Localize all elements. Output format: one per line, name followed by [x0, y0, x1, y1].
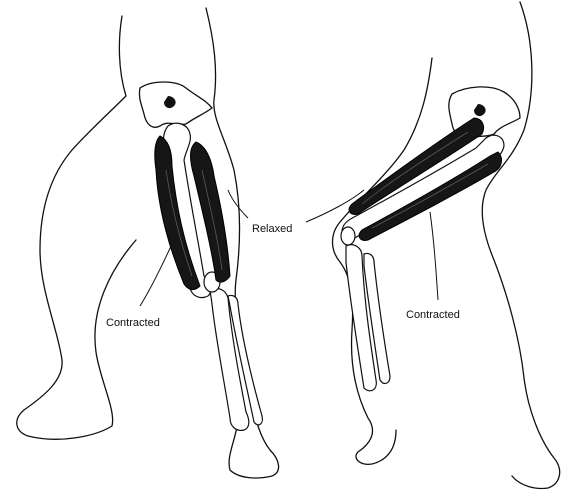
contracted-label-left: Contracted — [106, 317, 160, 329]
contracted-leader-right — [430, 212, 438, 300]
contracted-label-right: Contracted — [406, 309, 460, 321]
right-leg-front-outline — [482, 2, 559, 489]
contracted-leader-left — [140, 244, 172, 306]
left-leg — [17, 8, 279, 478]
left-pelvis — [139, 82, 212, 127]
right-femur — [342, 135, 504, 239]
right-patella — [341, 227, 355, 245]
left-leg-back-outline — [17, 16, 136, 439]
right-leg — [333, 2, 560, 489]
relaxed-label: Relaxed — [252, 223, 292, 235]
